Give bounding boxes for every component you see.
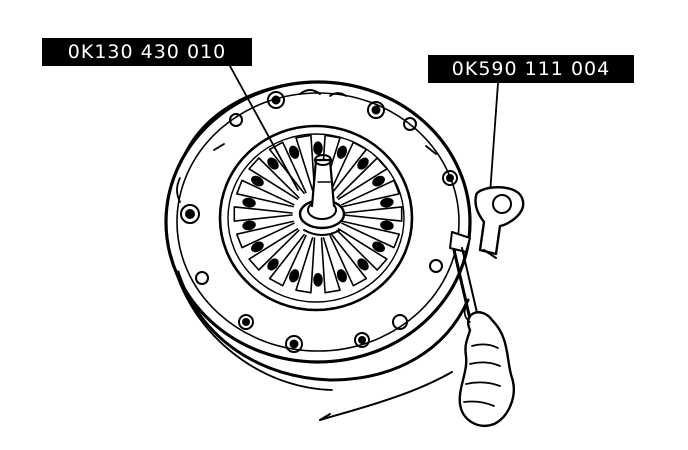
spring-finger [336,228,388,271]
spring-slot [267,258,279,271]
spring-slot [242,220,256,231]
spring-finger [336,157,388,200]
spring-finger [248,228,300,271]
spring-slot [336,269,347,283]
clutch-cover-housing [164,80,472,391]
alignment-tool-shaft [298,154,346,236]
spring-slot [372,241,385,253]
spring-finger [343,206,403,222]
pressure-plate-inner-ring [218,124,414,312]
spring-slot [242,197,256,208]
spring-slot [251,241,264,253]
spring-slot [357,258,369,271]
spring-slot [380,220,394,231]
spring-finger [236,179,295,208]
leader-line-tool [489,82,499,195]
spring-finger [248,157,300,200]
spring-finger [236,220,295,249]
spring-slot [313,272,323,287]
spring-slot [267,157,279,170]
part-number-stopper-tool: 0K590 111 004 [428,55,634,83]
spring-slot [372,175,385,187]
spring-finger [233,206,293,222]
spring-finger [329,233,368,287]
spring-slot [289,269,300,283]
part-number-clutch-cover: 0K130 430 010 [42,38,252,66]
spring-slot [380,197,394,208]
spring-finger [329,141,368,195]
spring-finger [341,220,400,249]
spring-slot [336,145,347,159]
hand-with-screwdriver [319,247,515,427]
flywheel-stopper-tool [449,186,525,259]
leader-line-clutch-cover [229,65,299,191]
spring-finger [320,237,341,294]
diaphragm-spring-fingers [233,134,403,294]
spring-finger [295,237,316,294]
spring-finger [341,179,400,208]
spring-slot [251,175,264,187]
spring-slot [289,145,300,159]
spring-finger [268,233,307,287]
spring-slot [313,141,323,155]
mounting-bolt-holes [176,89,458,353]
spring-finger [295,134,316,191]
spring-slot [357,157,369,170]
